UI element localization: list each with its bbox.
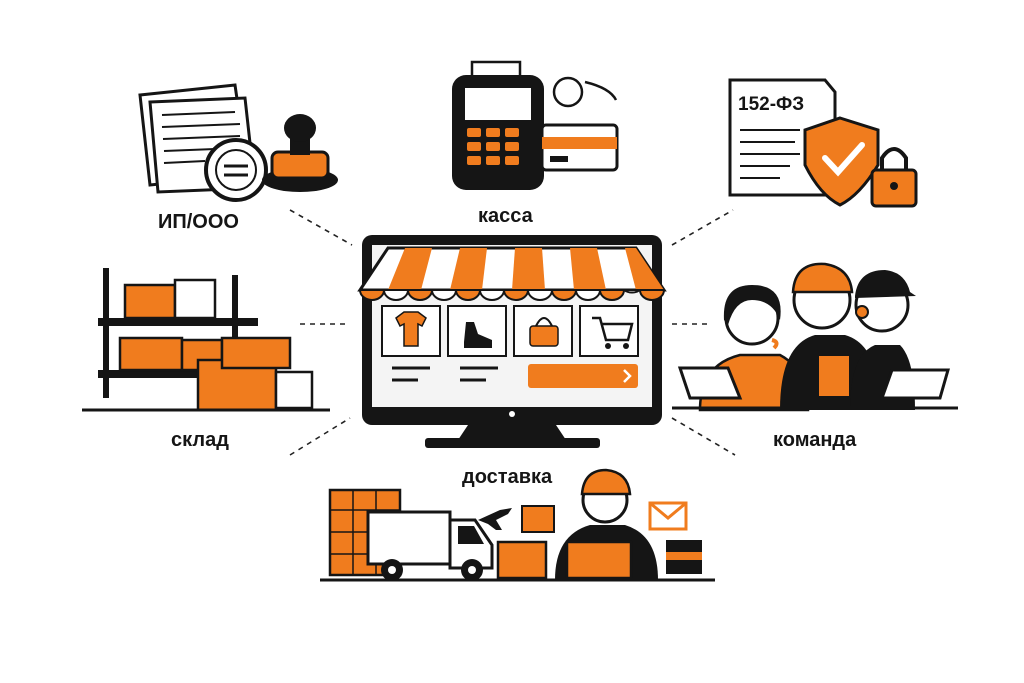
label-cash-register: касса bbox=[478, 205, 534, 227]
online-store-monitor-icon bbox=[357, 235, 667, 448]
label-delivery: доставка bbox=[462, 466, 553, 488]
label-legal-entity: ИП/ООО bbox=[158, 211, 239, 233]
connector-lines bbox=[289, 209, 736, 456]
delivery-truck-icon bbox=[320, 468, 715, 582]
payment-terminal-icon bbox=[452, 60, 619, 190]
label-warehouse: склад bbox=[171, 429, 229, 451]
documents-stamp-icon bbox=[138, 83, 338, 202]
label-team: команда bbox=[773, 429, 857, 451]
label-data-law: 152-ФЗ bbox=[738, 94, 804, 115]
law-shield-lock-icon bbox=[728, 78, 918, 208]
support-team-icon bbox=[672, 262, 958, 412]
warehouse-boxes-icon bbox=[82, 268, 330, 412]
